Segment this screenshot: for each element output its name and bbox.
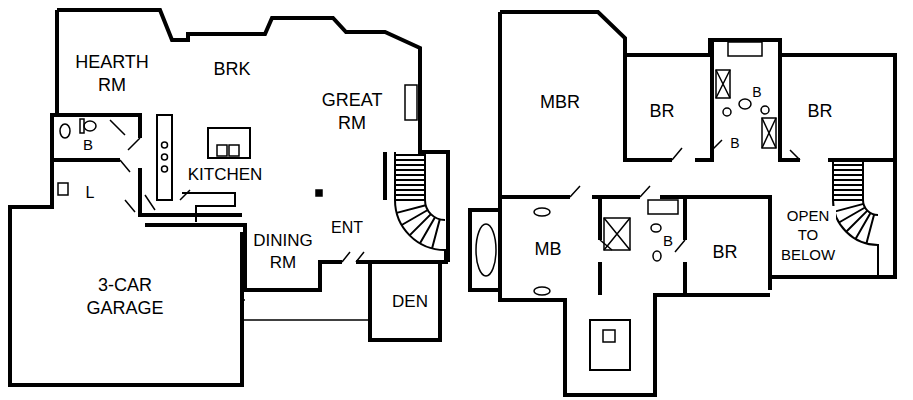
wall [500,195,570,199]
wall [695,40,712,160]
burner [162,154,168,160]
wall [500,12,895,160]
room-label: ENT [330,218,364,239]
wall [598,262,602,295]
toilet [651,224,661,232]
stair-edge [425,152,445,220]
room-label: KITCHEN [187,164,264,186]
sink [534,287,550,295]
sink [217,145,227,156]
first-floor-details [58,85,417,320]
wall [500,12,685,395]
porch-line [242,319,370,321]
column [316,190,322,196]
room-label: B [729,134,740,152]
stair-tread [395,155,425,200]
wall [145,225,342,290]
room-label: DEN [391,291,429,313]
room-label: HEARTH RM [74,51,150,98]
room-label: BR [806,100,833,123]
stair-tread [835,204,875,244]
room-label: B [751,83,762,101]
stair-tread [397,205,440,248]
wall [370,262,440,340]
room-label: DINING RM [252,230,314,274]
room-label: BR [711,241,738,264]
toilet [739,99,751,109]
room-label: BR [648,100,675,123]
burner [162,166,168,172]
room-label: BRK [212,58,251,81]
second-floor-stair [833,160,878,277]
bathtub [648,200,678,214]
room-label: MB [534,238,563,261]
shower-x [716,70,730,98]
first-floor-walls [10,10,448,385]
shower [762,118,776,148]
wall [52,115,140,138]
porch-line [242,299,245,301]
room-label: 3-CAR GARAGE [79,274,171,321]
room-label: L [85,183,96,204]
stair-edge [863,160,878,215]
hearth [603,330,615,342]
wall [57,10,448,262]
second-floor-details [476,42,800,370]
shower [604,218,630,250]
toilet-tank [80,119,84,133]
door-swing [110,120,364,262]
room-label: MBR [539,91,581,114]
wall [770,160,895,277]
shower [716,70,730,98]
burner [162,142,168,148]
kitchen-island [208,128,250,158]
sink [761,106,769,114]
counter [182,193,235,222]
room-label: B [82,135,94,155]
sink [534,208,550,216]
closet [728,42,762,56]
sink [60,124,70,138]
wall [52,158,120,162]
first-floor-stair [395,152,445,262]
room-label: B [662,231,674,251]
room-label: GREAT RM [321,89,383,136]
washer [58,183,68,195]
wall [470,210,500,290]
sink [653,251,661,261]
wall [685,262,770,295]
wall [780,40,800,160]
wall [383,152,387,200]
stair-tread [833,165,863,200]
sink [723,108,731,116]
wall [598,197,602,240]
door-swing [570,140,800,252]
shower-x [604,218,630,250]
room-label: OPEN TO BELOW [780,206,836,265]
wall [683,197,687,240]
second-floor-walls [470,12,895,395]
bathtub [476,224,496,276]
stair-edge [395,152,445,262]
shower-x [762,118,776,148]
fireplace [405,85,417,120]
toilet [84,121,96,131]
counter [157,115,172,200]
sink [229,145,239,156]
wall [10,10,242,385]
fireplace-block [590,320,630,370]
wall [660,197,770,290]
stair-edge [833,160,878,277]
